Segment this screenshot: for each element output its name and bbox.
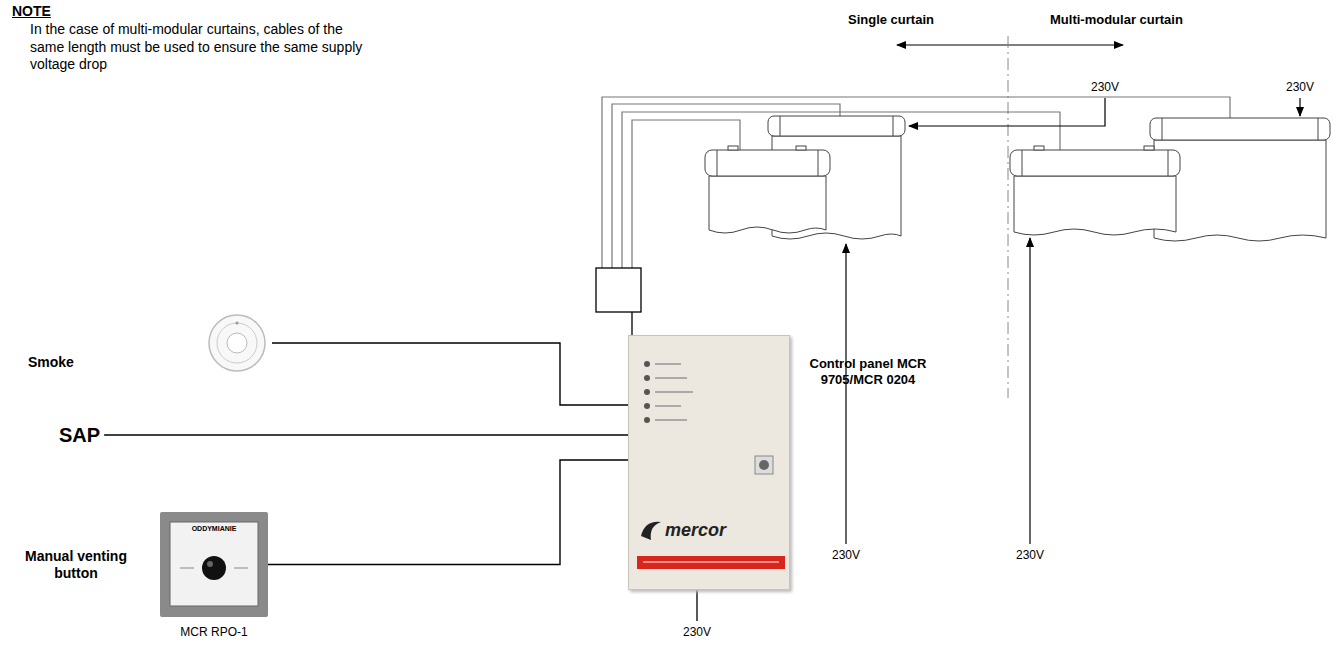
curtain-fabric	[1014, 176, 1176, 235]
key-hole	[759, 460, 769, 470]
logo-mark	[641, 522, 661, 540]
curtain-wires	[602, 97, 1230, 268]
mount-clip	[796, 146, 806, 150]
voltage-label: 230V	[1286, 80, 1314, 95]
smoke-detector-icon	[202, 308, 272, 378]
supply-wire	[631, 312, 632, 335]
section-label: Multi-modular curtain	[1050, 12, 1183, 28]
supply-arrow	[1029, 238, 1030, 544]
key-switch	[755, 456, 773, 474]
strip-caption	[643, 561, 779, 563]
device-label: SAP	[59, 423, 100, 447]
note-heading: NOTE	[12, 3, 51, 21]
status-led	[644, 403, 650, 409]
detector-body	[209, 315, 265, 371]
detector-ring	[217, 323, 257, 363]
status-led	[644, 389, 650, 395]
button-mark	[180, 568, 194, 569]
supply-arrow	[845, 244, 846, 544]
red-strip	[637, 556, 785, 569]
curtain-module	[1150, 118, 1330, 241]
led-caption	[655, 405, 681, 407]
supply-arrow	[909, 98, 1105, 126]
junction-box	[596, 268, 641, 312]
curtain-roller	[1150, 118, 1330, 140]
button-face	[170, 522, 258, 606]
curtain-fabric	[709, 176, 826, 233]
roller-cap	[1318, 118, 1319, 140]
mains-wire	[696, 590, 697, 621]
device-label: Manual venting button	[10, 548, 142, 582]
wire	[622, 112, 1060, 268]
button-shine	[207, 561, 213, 567]
led-caption	[655, 377, 687, 379]
button-caption: ODDYMIANIE	[176, 525, 252, 533]
detector-sensor	[227, 333, 247, 353]
signal-wire	[272, 343, 628, 405]
mount-clip	[728, 146, 738, 150]
mount-clip	[1034, 146, 1044, 150]
panel-label: Control panel MCR 9705/MCR 0204	[801, 356, 935, 387]
model-number: MCR RPO-1	[160, 625, 268, 639]
signal-source: SAP	[55, 421, 104, 449]
range-arrow	[897, 44, 1123, 45]
led-caption	[655, 419, 687, 421]
status-led	[644, 361, 650, 367]
curtain-roller	[705, 150, 830, 176]
detector-led	[236, 322, 239, 325]
roller-cap	[1168, 150, 1169, 176]
roller-cap	[893, 116, 894, 136]
status-led	[644, 417, 650, 423]
manual-call-point: ODDYMIANIE Manual venting buttonMCR RPO-1	[10, 512, 268, 647]
divider-line	[1008, 36, 1009, 398]
voltage-label: 230V	[1016, 548, 1044, 563]
button-housing: ODDYMIANIE	[160, 512, 268, 617]
device-label: Smoke	[28, 354, 74, 371]
push-button	[202, 556, 226, 580]
led-caption	[655, 391, 693, 393]
voltage-label: 230V	[683, 625, 711, 640]
supply-arrow	[1299, 98, 1300, 116]
panel-face	[629, 336, 791, 591]
voltage-label: 230V	[832, 548, 860, 563]
curtain-roller	[768, 116, 905, 136]
brand-logo: mercor	[665, 520, 726, 542]
section-label: Single curtain	[848, 12, 934, 28]
button-mark	[234, 568, 248, 569]
voltage-label: 230V	[1091, 80, 1119, 95]
button-frame	[160, 512, 268, 617]
roller-cap	[780, 116, 781, 136]
roller-cap	[717, 150, 718, 176]
note-text: In the case of multi-modular curtains, c…	[30, 21, 368, 74]
wire	[602, 97, 1230, 268]
roller-cap	[818, 150, 819, 176]
control-panel: Control panel MCR 9705/MCR 0204mercor	[628, 335, 790, 590]
status-led	[644, 375, 650, 381]
curtain-roller	[1010, 150, 1180, 176]
led-caption	[655, 363, 681, 365]
curtain-module	[1010, 146, 1180, 235]
mount-clip	[1144, 146, 1154, 150]
smoke-detector: Smoke	[20, 308, 272, 378]
signal-wire	[104, 434, 628, 435]
signal-wire	[268, 460, 628, 565]
curtain-module	[705, 146, 830, 233]
roller-cap	[1022, 150, 1023, 176]
roller-cap	[1162, 118, 1163, 140]
